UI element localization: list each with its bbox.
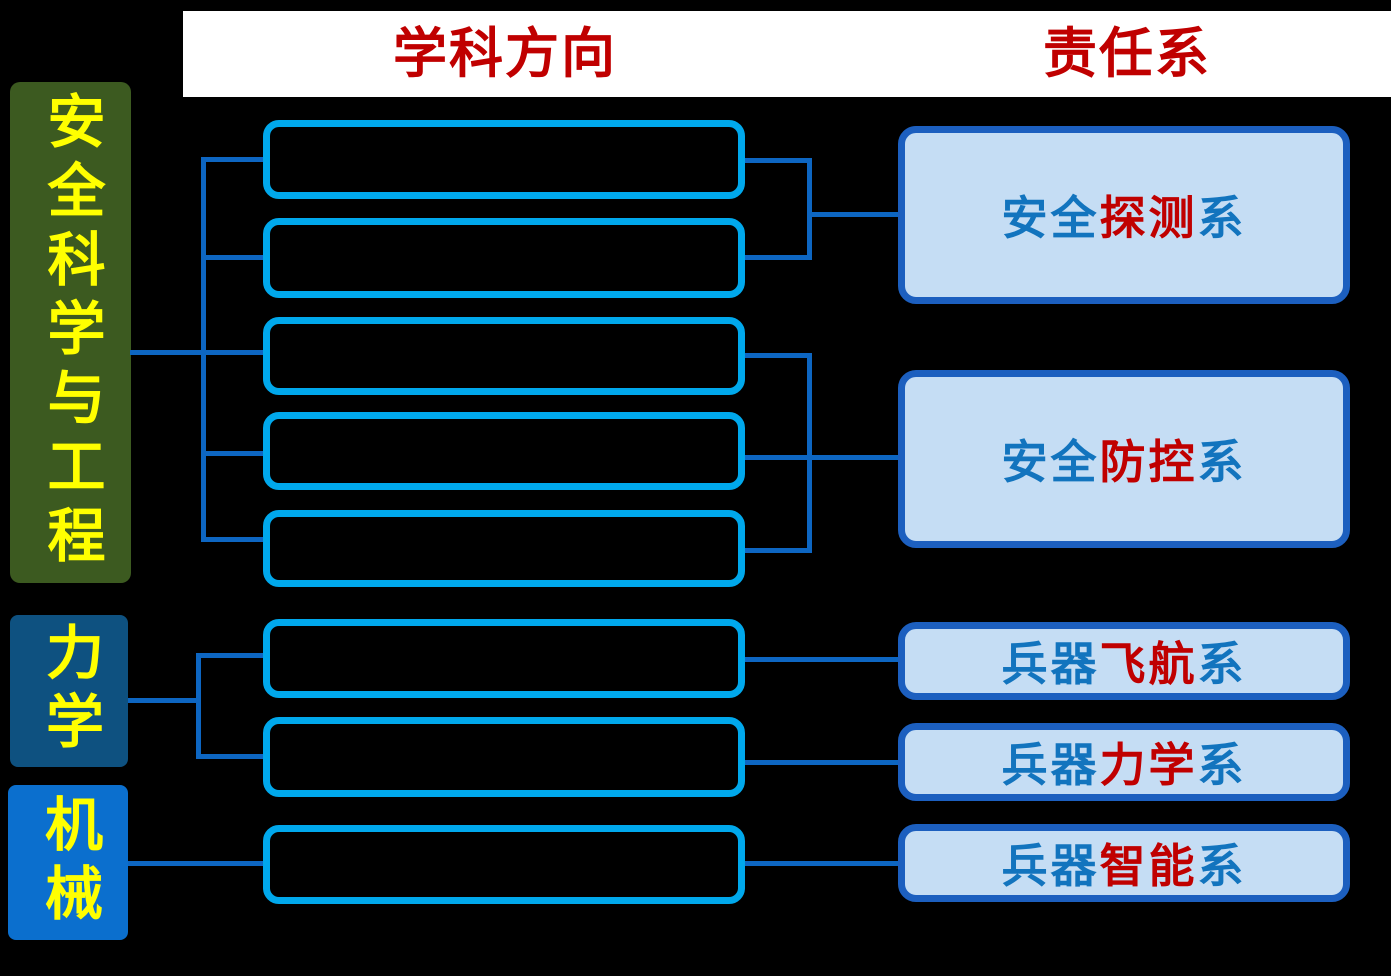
connector-line (745, 455, 898, 460)
department-label-prefix: 安全 (1001, 436, 1100, 488)
department-label-highlight: 探测 (1099, 192, 1198, 244)
department-label-prefix: 安全 (1001, 192, 1100, 244)
connector-line (128, 861, 263, 866)
department-box-weapons-mechanics: 兵器力学系 (898, 723, 1350, 801)
connector-line (201, 537, 263, 542)
direction-box-5 (263, 510, 745, 587)
column-title-discipline-direction: 学科方向 (393, 24, 617, 84)
department-box-weapons-flight: 兵器飞航系 (898, 622, 1350, 700)
department-label-suffix: 系 (1197, 840, 1247, 892)
connector-line (196, 754, 263, 759)
connector-line (807, 158, 812, 260)
department-label-suffix: 系 (1197, 192, 1247, 244)
connector-line (201, 157, 263, 162)
department-label-suffix: 系 (1197, 739, 1247, 791)
department-label-suffix: 系 (1197, 638, 1247, 690)
department-label-prefix: 兵器 (1001, 840, 1100, 892)
direction-box-1 (263, 120, 745, 199)
department-label-suffix: 系 (1197, 436, 1247, 488)
connector-line (745, 353, 812, 358)
connector-line (201, 255, 263, 260)
department-box-safety-prevention-control: 安全防控系 (898, 370, 1350, 548)
connector-line (201, 157, 206, 542)
direction-box-3 (263, 317, 745, 395)
department-label-highlight: 智能 (1099, 840, 1198, 892)
department-label-highlight: 飞航 (1099, 638, 1198, 690)
department-box-safety-detection: 安全探测系 (898, 126, 1350, 304)
connector-line (745, 657, 898, 662)
connector-line (196, 653, 201, 759)
discipline-box-safety-science-engineering: 安全科学与工程 (10, 82, 131, 583)
direction-box-2 (263, 218, 745, 298)
connector-line (745, 158, 812, 163)
connector-line (807, 212, 898, 217)
direction-box-4 (263, 412, 745, 490)
connector-line (745, 861, 898, 866)
department-label-highlight: 力学 (1099, 739, 1198, 791)
connector-line (745, 548, 812, 553)
connector-line (745, 760, 898, 765)
direction-box-7 (263, 717, 745, 797)
direction-box-6 (263, 619, 745, 698)
header-band (183, 11, 1391, 97)
connector-line (807, 353, 812, 553)
connector-line (196, 653, 263, 658)
connector-line (130, 350, 203, 355)
connector-line (201, 350, 263, 355)
department-box-weapons-intelligence: 兵器智能系 (898, 824, 1350, 902)
connector-line (745, 255, 812, 260)
department-label-prefix: 兵器 (1001, 638, 1100, 690)
connector-line (201, 451, 263, 456)
column-title-responsible-department: 责任系 (1043, 24, 1211, 84)
discipline-box-mechanics: 力学 (10, 615, 128, 767)
discipline-box-machinery: 机械 (8, 785, 128, 940)
department-label-highlight: 防控 (1099, 436, 1198, 488)
connector-line (128, 698, 201, 703)
department-label-prefix: 兵器 (1001, 739, 1100, 791)
direction-box-8 (263, 825, 745, 904)
